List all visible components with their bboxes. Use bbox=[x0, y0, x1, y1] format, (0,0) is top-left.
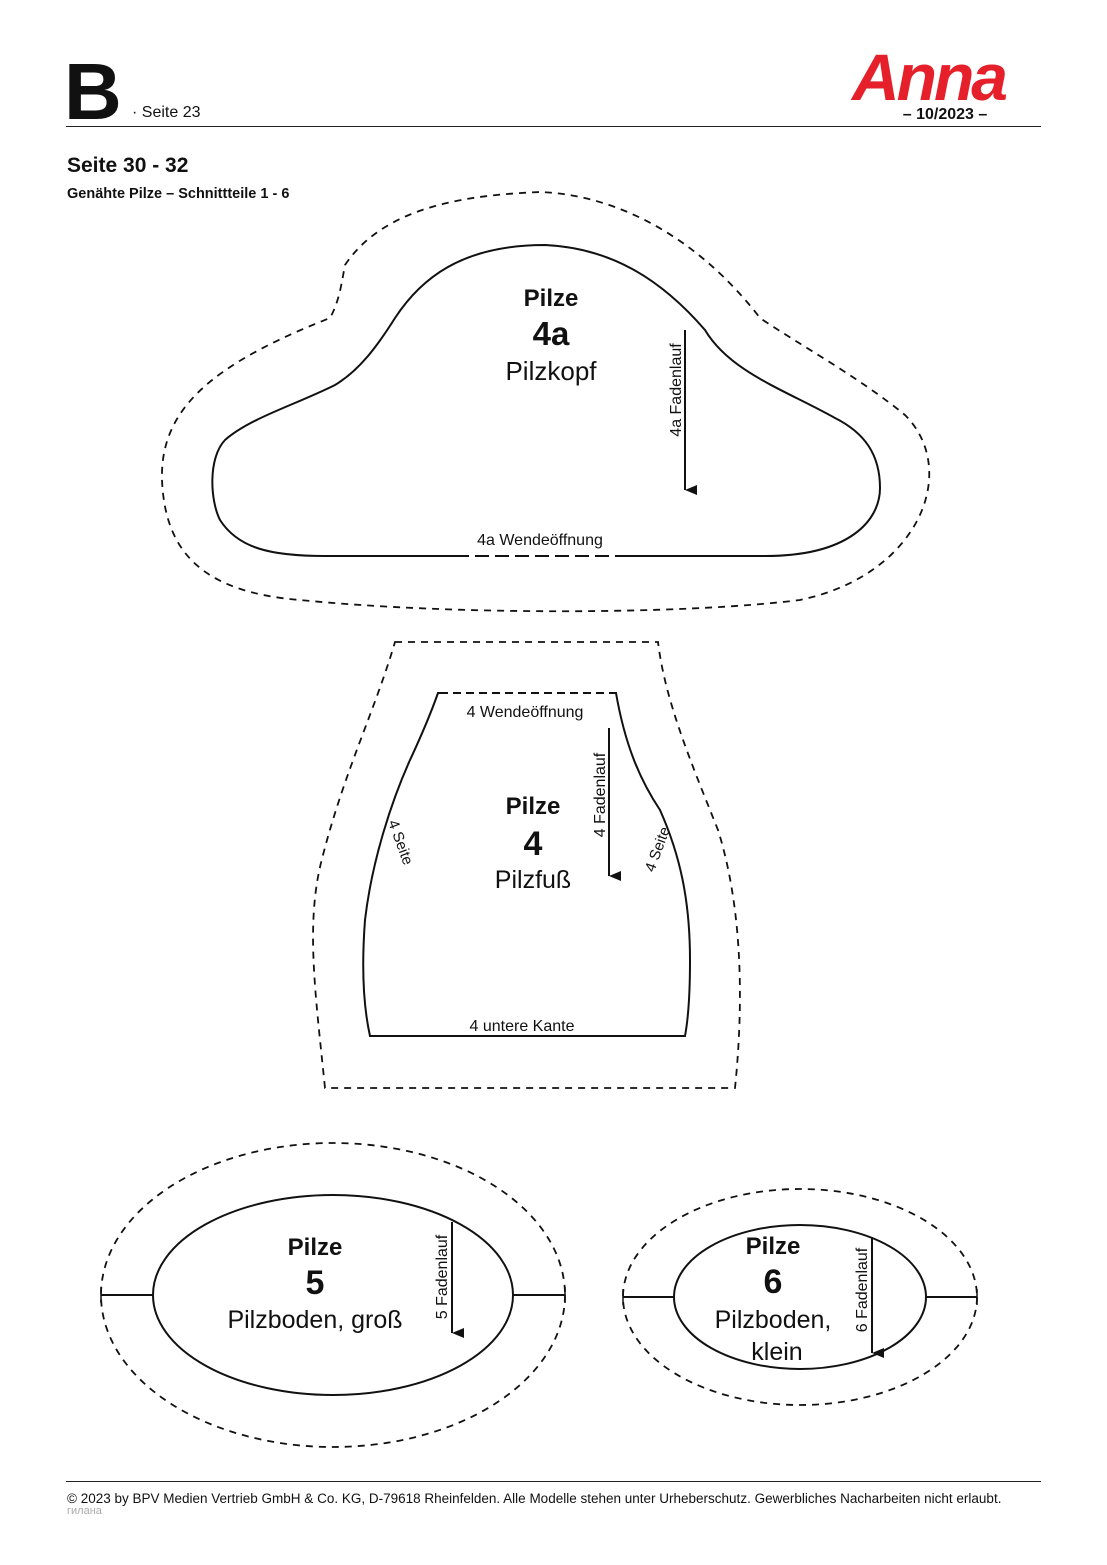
stem-grain-label: 4 Fadenlauf bbox=[592, 752, 609, 837]
header-rule bbox=[66, 126, 1041, 127]
base-large-grain-label: 5 Fadenlauf bbox=[434, 1234, 451, 1319]
section-subtitle: Genähte Pilze – Schnittteile 1 - 6 bbox=[67, 186, 290, 202]
cap-piece-name: Pilzkopf bbox=[505, 356, 597, 386]
pattern-piece-cap: 4a Wendeöffnung Pilze 4a Pilzkopf 4a Fad… bbox=[161, 191, 931, 613]
cap-grain-label: 4a Fadenlauf bbox=[668, 343, 685, 437]
sheet-letter: B bbox=[64, 47, 122, 136]
base-small-piece-name-line1: Pilzboden, bbox=[715, 1306, 832, 1334]
base-small-grain-label: 6 Fadenlauf bbox=[854, 1247, 871, 1332]
base-large-piece-number: 5 bbox=[306, 1264, 325, 1302]
base-large-seam-allowance bbox=[100, 1142, 566, 1448]
page-reference: · Seite 23 bbox=[132, 104, 201, 121]
base-small-piece-name-line2: klein bbox=[751, 1338, 802, 1366]
base-small-seam-allowance bbox=[622, 1188, 978, 1406]
base-small-project-label: Pilze bbox=[746, 1233, 801, 1260]
cap-cut-line bbox=[211, 243, 882, 557]
issue-number: – 10/2023 – bbox=[902, 106, 988, 123]
footer-rule bbox=[66, 1481, 1041, 1482]
base-large-piece-name: Pilzboden, groß bbox=[227, 1306, 402, 1334]
base-small-piece-number: 6 bbox=[764, 1263, 783, 1301]
stem-piece-name: Pilzfuß bbox=[495, 866, 571, 894]
brand-logo-text: Anna bbox=[850, 44, 1006, 108]
pattern-piece-base-large: Pilze 5 Pilzboden, groß 5 Fadenlauf bbox=[100, 1142, 566, 1448]
pattern-piece-stem: 4 Wendeöffnung Pilze 4 Pilzfuß 4 Fadenla… bbox=[312, 641, 741, 1089]
cap-project-label: Pilze bbox=[524, 285, 579, 312]
stem-opening-label: 4 Wendeöffnung bbox=[467, 704, 584, 721]
section-title: Seite 30 - 32 bbox=[67, 154, 189, 177]
stem-seam-allowance bbox=[312, 641, 741, 1089]
cap-piece-number: 4a bbox=[533, 315, 570, 352]
stem-piece-number: 4 bbox=[524, 825, 543, 863]
watermark-text: гилана bbox=[67, 1505, 102, 1517]
stem-project-label: Pilze bbox=[506, 793, 561, 820]
stem-cut-line bbox=[362, 692, 692, 1037]
cap-seam-allowance bbox=[161, 191, 931, 613]
base-large-project-label: Pilze bbox=[288, 1234, 343, 1261]
brand-logo: Anna bbox=[850, 44, 1009, 108]
base-large-cut-line bbox=[152, 1194, 514, 1396]
pattern-piece-base-small: Pilze 6 Pilzboden, klein 6 Fadenlauf bbox=[622, 1188, 978, 1406]
cap-opening-label: 4a Wendeöffnung bbox=[477, 532, 603, 549]
stem-bottom-label: 4 untere Kante bbox=[470, 1018, 575, 1035]
copyright-notice: © 2023 by BPV Medien Vertrieb GmbH & Co.… bbox=[67, 1491, 1002, 1506]
